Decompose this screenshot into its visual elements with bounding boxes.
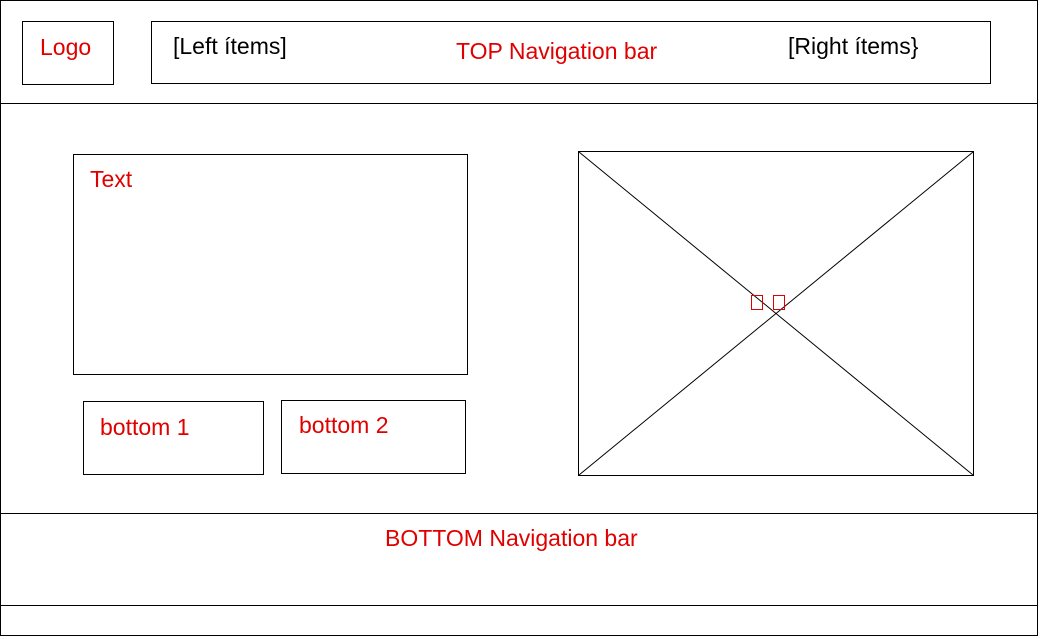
image-placeholder [578,151,974,476]
logo-label: Logo [40,34,92,60]
left-items-label[interactable]: [Left ítems] [173,33,287,59]
right-items-label[interactable]: [Right ítems} [788,33,919,59]
bottom-2-label: bottom 2 [299,412,389,438]
header-divider [0,103,1038,104]
bottom-nav-title: BOTTOM Navigation bar [385,525,638,551]
logo-box[interactable]: Logo [22,21,114,85]
footer-bottom-divider [0,605,1038,606]
bottom-1-label: bottom 1 [100,414,190,440]
text-box: Text [73,154,468,375]
bottom-1-box[interactable]: bottom 1 [83,401,264,475]
missing-glyph-icon [773,295,785,310]
top-nav-title: TOP Navigation bar [456,38,658,64]
image-placeholder-cross-icon [579,152,973,475]
bottom-2-box[interactable]: bottom 2 [281,400,466,474]
top-navigation-bar[interactable]: [Left ítems] TOP Navigation bar [Right í… [151,21,991,84]
bottom-navigation-bar[interactable]: BOTTOM Navigation bar [0,514,1038,605]
footer-top-divider [0,513,1038,514]
cross-line-2 [579,152,973,475]
missing-glyph-icon [751,295,763,310]
text-box-label: Text [90,166,133,192]
